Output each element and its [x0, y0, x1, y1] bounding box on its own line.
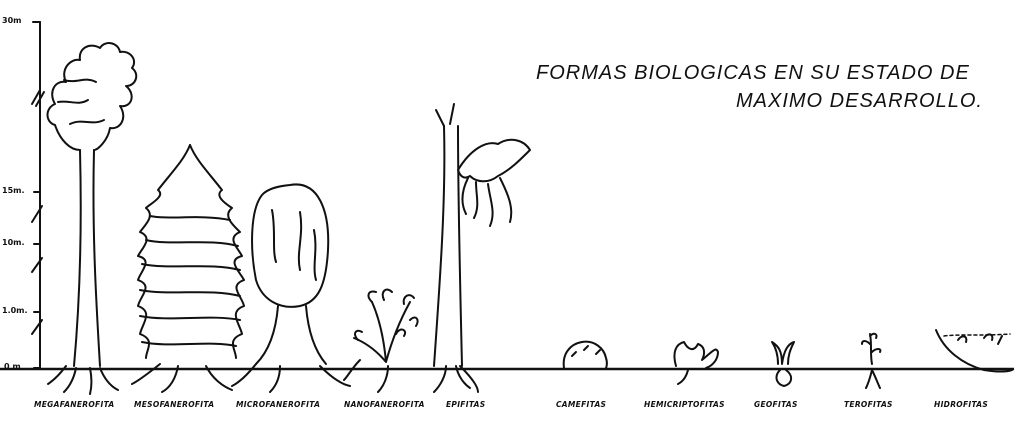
- label-nanofanerofita: NANOFANEROFITA: [344, 400, 425, 409]
- diagram-title-line2: MAXIMO DESARROLLO.: [736, 90, 983, 113]
- terofitas-drawing: [862, 334, 880, 388]
- hidrofitas-drawing: [936, 330, 1012, 372]
- microfanerofita-drawing: [232, 184, 350, 392]
- label-mesofanerofita: MESOFANEROFITA: [134, 400, 214, 409]
- label-hidrofitas: HIDROFITAS: [934, 400, 988, 409]
- hemicriptofitas-drawing: [674, 342, 718, 384]
- label-hemicriptofitas: HEMICRIPTOFITAS: [644, 400, 725, 409]
- label-epifitas: EPIFITAS: [446, 400, 485, 409]
- label-microfanerofita: MICROFANEROFITA: [236, 400, 320, 409]
- height-axis: [32, 22, 44, 368]
- y-tick-30m: 30m: [2, 16, 21, 25]
- nanofanerofita-drawing: [344, 290, 418, 392]
- megafanerofita-drawing: [48, 43, 137, 394]
- y-tick-1m: 1.0m.: [2, 306, 28, 315]
- y-tick-10m: 10m.: [2, 238, 25, 247]
- camefitas-drawing: [564, 342, 607, 368]
- epifitas-drawing: [434, 104, 530, 392]
- label-megafanerofita: MEGAFANEROFITA: [34, 400, 115, 409]
- diagram-title-line1: FORMAS BIOLOGICAS EN SU ESTADO DE: [536, 62, 970, 85]
- label-geofitas: GEOFITAS: [754, 400, 798, 409]
- geofitas-drawing: [772, 342, 794, 386]
- y-tick-15m: 15m.: [2, 186, 25, 195]
- label-terofitas: TEROFITAS: [844, 400, 893, 409]
- label-camefitas: CAMEFITAS: [556, 400, 606, 409]
- y-tick-0m: 0 m: [4, 362, 21, 371]
- mesofanerofita-drawing: [132, 145, 244, 392]
